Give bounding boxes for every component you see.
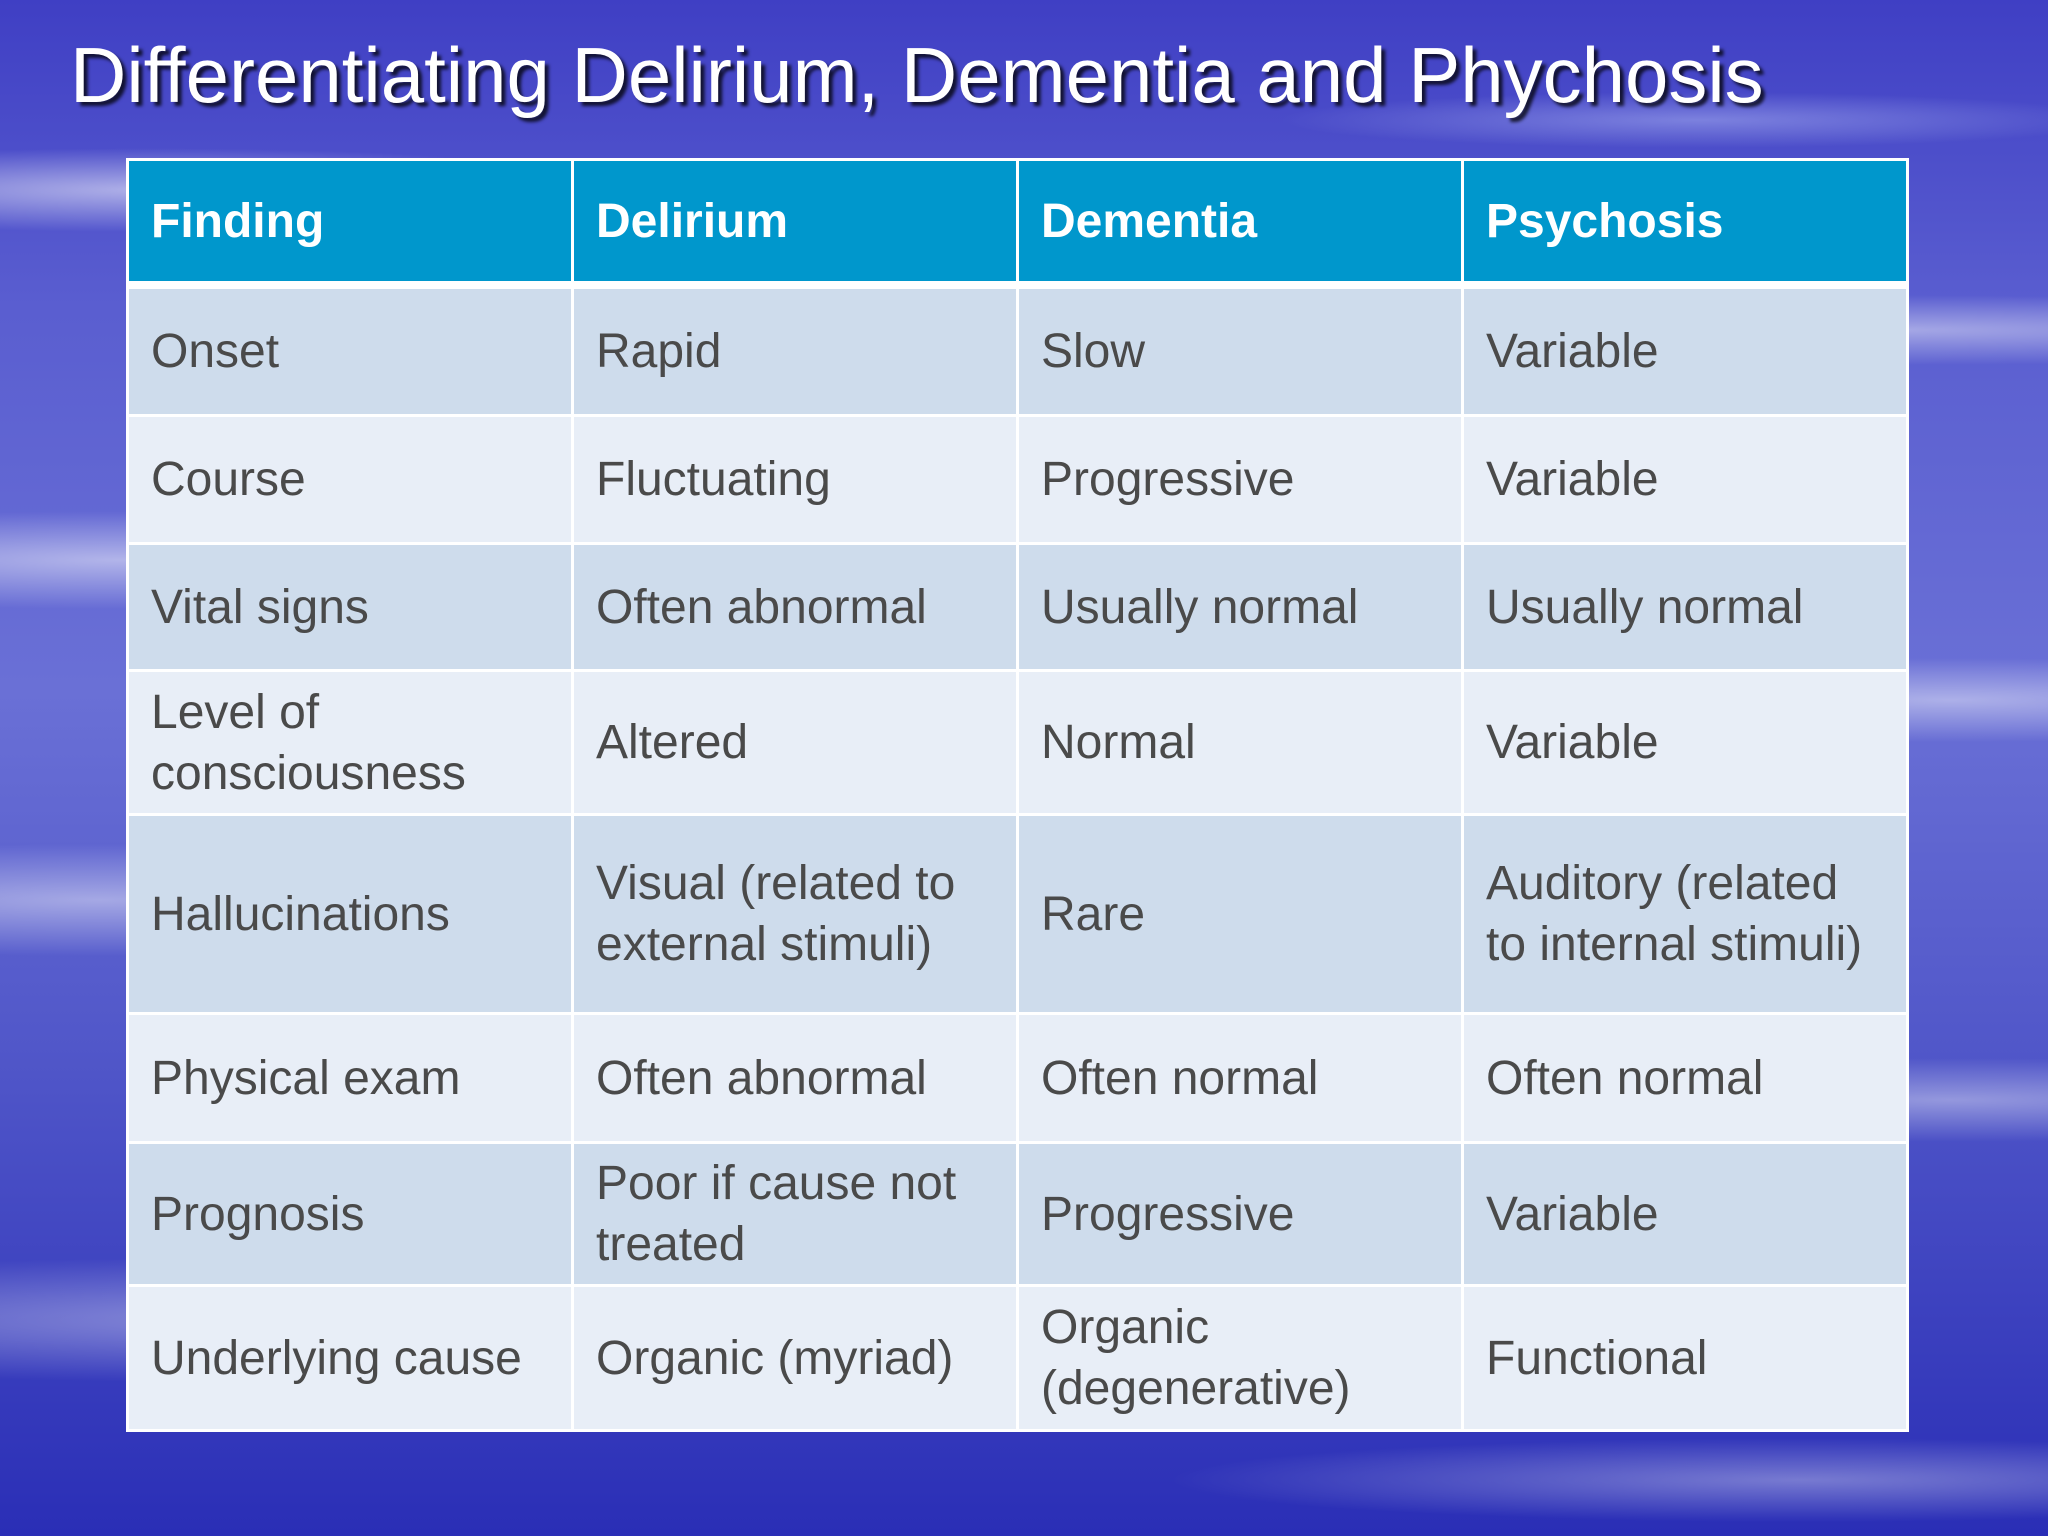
cell-delirium: Altered [571, 669, 1019, 816]
cell-delirium: Rapid [571, 283, 1019, 417]
cell-dementia: Progressive [1016, 1141, 1464, 1287]
cell-delirium: Often abnormal [571, 1012, 1019, 1144]
header-dementia: Dementia [1016, 158, 1464, 289]
cell-psychosis: Variable [1461, 283, 1909, 417]
table-row-level-of-consciousness: Level of consciousness Altered Normal Va… [126, 669, 1909, 816]
cell-finding: Onset [126, 283, 574, 417]
cell-psychosis: Variable [1461, 414, 1909, 545]
table-header-row: Finding Delirium Dementia Psychosis [126, 158, 1909, 289]
cell-finding: Underlying cause [126, 1284, 574, 1432]
table-row-onset: Onset Rapid Slow Variable [126, 283, 1909, 417]
cell-delirium: Fluctuating [571, 414, 1019, 545]
table-row-course: Course Fluctuating Progressive Variable [126, 414, 1909, 545]
slide-title: Differentiating Delirium, Dementia and P… [70, 31, 1764, 119]
cell-finding: Prognosis [126, 1141, 574, 1287]
cell-dementia: Progressive [1016, 414, 1464, 545]
cell-psychosis: Often normal [1461, 1012, 1909, 1144]
cell-dementia: Rare [1016, 813, 1464, 1015]
cell-dementia: Usually normal [1016, 542, 1464, 672]
table-row-hallucinations: Hallucinations Visual (related to extern… [126, 813, 1909, 1015]
cell-delirium: Visual (related to external stimuli) [571, 813, 1019, 1015]
table-row-physical-exam: Physical exam Often abnormal Often norma… [126, 1012, 1909, 1144]
cell-dementia: Normal [1016, 669, 1464, 816]
cell-finding: Level of consciousness [126, 669, 574, 816]
cell-dementia: Organic (degenerative) [1016, 1284, 1464, 1432]
cell-finding: Course [126, 414, 574, 545]
cell-finding: Hallucinations [126, 813, 574, 1015]
header-psychosis: Psychosis [1461, 158, 1909, 289]
cell-delirium: Organic (myriad) [571, 1284, 1019, 1432]
cell-delirium: Poor if cause not treated [571, 1141, 1019, 1287]
table-row-vital-signs: Vital signs Often abnormal Usually norma… [126, 542, 1909, 672]
comparison-table-container: Finding Delirium Dementia Psychosis Onse… [126, 158, 1909, 1432]
cell-delirium: Often abnormal [571, 542, 1019, 672]
comparison-table: Finding Delirium Dementia Psychosis Onse… [126, 158, 1909, 1432]
cell-psychosis: Variable [1461, 1141, 1909, 1287]
cell-dementia: Often normal [1016, 1012, 1464, 1144]
table-row-underlying-cause: Underlying cause Organic (myriad) Organi… [126, 1284, 1909, 1432]
cell-dementia: Slow [1016, 283, 1464, 417]
table-row-prognosis: Prognosis Poor if cause not treated Prog… [126, 1141, 1909, 1287]
cell-psychosis: Variable [1461, 669, 1909, 816]
header-delirium: Delirium [571, 158, 1019, 289]
cell-psychosis: Auditory (related to internal stimuli) [1461, 813, 1909, 1015]
cell-finding: Physical exam [126, 1012, 574, 1144]
header-finding: Finding [126, 158, 574, 289]
cell-psychosis: Usually normal [1461, 542, 1909, 672]
cell-finding: Vital signs [126, 542, 574, 672]
cell-psychosis: Functional [1461, 1284, 1909, 1432]
